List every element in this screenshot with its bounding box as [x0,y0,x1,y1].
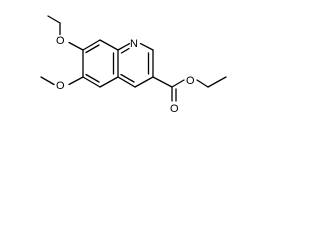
bond-c8-c7 [82,39,101,51]
chemical-structure-diagram: N O O O O [40,15,227,115]
bond-ccarbonyl-oether [171,79,185,88]
bond-c7-o [68,41,84,51]
pyridine-ring [117,42,154,88]
bond-c3-ccarbonyl [152,76,173,88]
bond-ch3-tail-upper [47,15,61,24]
bond-c5-c4a [99,76,119,88]
atom-nitrogen: N [130,38,138,50]
methoxy-lower [40,76,84,86]
bond-c3-c4 [134,76,154,88]
atom-oxygen-methoxy-lower: O [56,80,65,92]
bond-n-c2 [139,42,154,51]
atom-oxygen-ester-carbonyl: O [170,103,179,115]
bond-c4-c4a-double [120,73,135,83]
bond-c6-o [68,76,84,86]
bond-c8-c7-double [85,44,100,54]
bond-c8a-c8 [99,39,119,51]
bond-c4-c4a [117,76,136,88]
methoxy-upper [47,15,84,51]
ethyl-ester [152,76,227,102]
bond-oether-ch2 [196,79,209,88]
bond-o-ch3-lower [40,76,55,86]
benzene-ring [82,39,119,88]
bond-c8a-n-double [120,47,130,54]
bond-c8a-n [117,42,131,51]
bond-ch2-ch3 [207,76,227,88]
atom-oxygen-methoxy-upper: O [56,35,65,47]
atom-oxygen-ester-ether: O [186,75,195,87]
bond-c6-c5-double [85,73,100,83]
bond-c6-c5 [82,76,101,88]
